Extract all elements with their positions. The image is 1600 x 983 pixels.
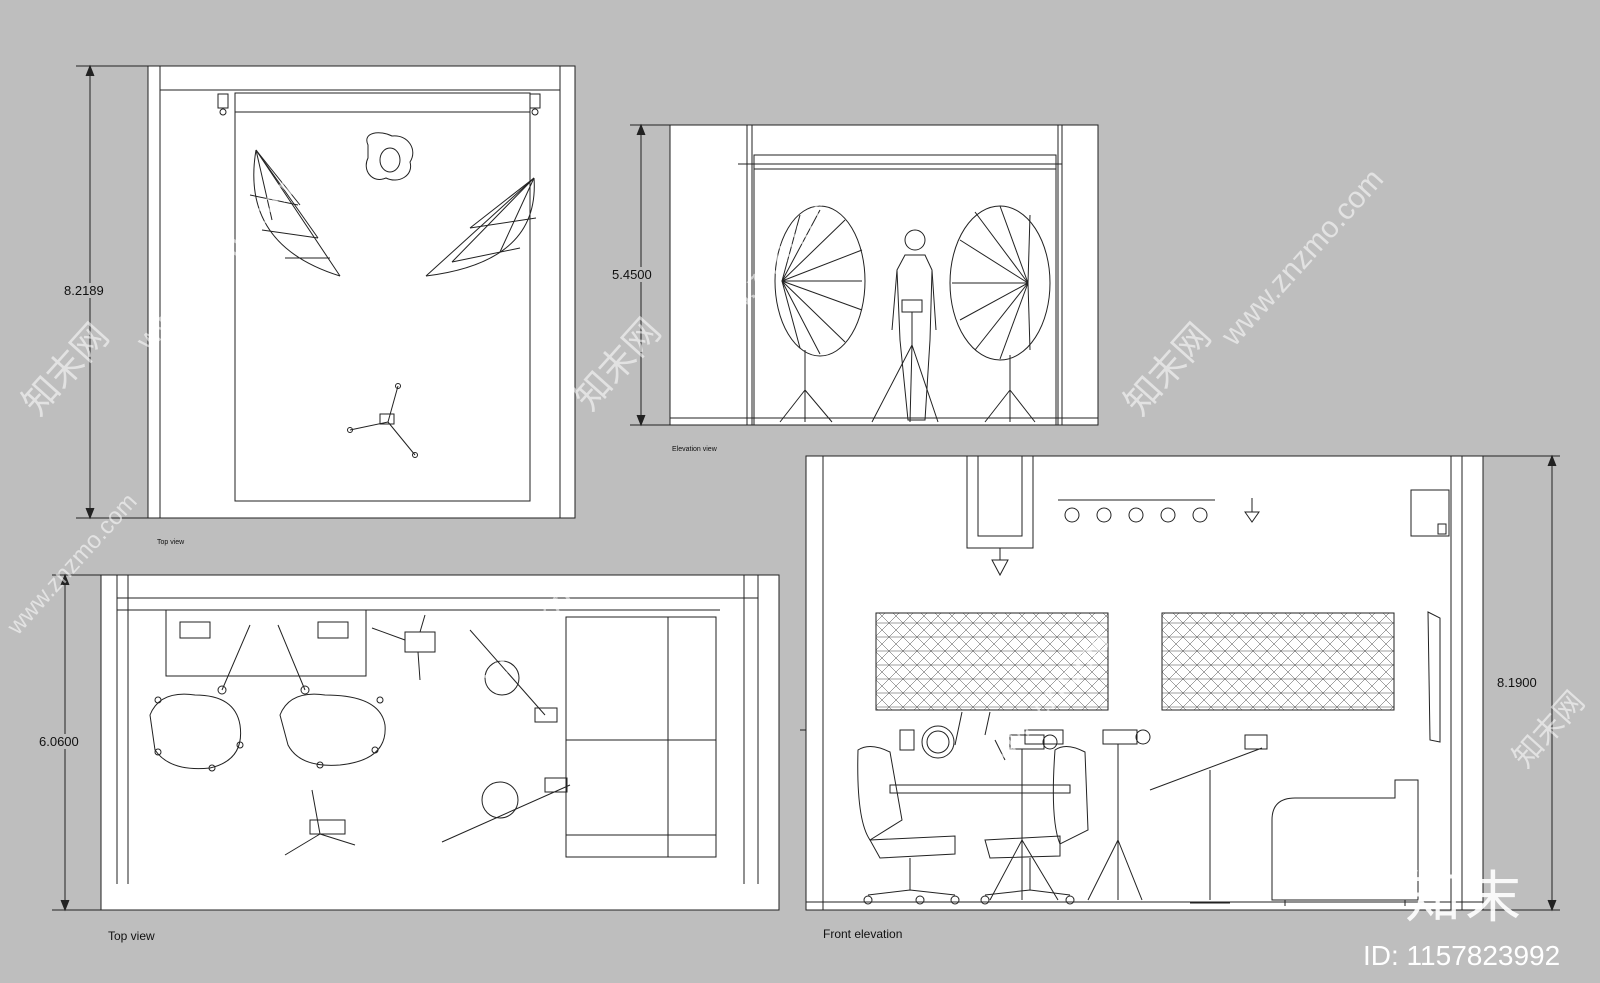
caption-front-elevation: Front elevation xyxy=(823,927,903,941)
dimension-value-front-elevation: 8.1900 xyxy=(1497,675,1537,690)
office-chair-top-view-left xyxy=(149,693,244,772)
elevation-view-panel xyxy=(669,124,1099,426)
caption-elevation-view: Elevation view xyxy=(672,446,717,453)
boom-arm-top-view xyxy=(217,624,310,695)
office-chair-right xyxy=(980,746,1089,905)
studio-umbrella-left xyxy=(774,205,866,423)
office-chair-top-view-right xyxy=(279,693,386,769)
door-handle xyxy=(800,729,807,738)
microphone-boom-stand xyxy=(1149,734,1268,904)
tripod-camera-top-view xyxy=(284,789,356,856)
person-top-view xyxy=(365,132,414,181)
backdrop-clamp-right xyxy=(529,93,541,116)
umbrella-top-view-right xyxy=(425,177,537,277)
acoustic-panel-left xyxy=(875,612,1109,711)
camera-on-tripod xyxy=(871,299,939,423)
desk-top-view xyxy=(165,609,367,677)
office-chair-left xyxy=(857,746,960,905)
caption-top-view: Top view xyxy=(108,929,155,943)
camera-tripod-left xyxy=(989,734,1059,901)
front-elevation-panel xyxy=(800,455,1484,911)
dimension-value-top-view-room: 6.0600 xyxy=(39,734,79,749)
backdrop-clamp-left xyxy=(217,93,229,116)
dimension-value-top-view: 8.2189 xyxy=(64,283,104,298)
dimension-line-front-elevation xyxy=(1483,454,1560,912)
dimension-line-top-view-room xyxy=(52,573,101,912)
umbrella-top-view-left xyxy=(249,149,341,277)
wall-mirror xyxy=(1427,611,1441,743)
caption-top-view-small: Top view xyxy=(157,539,185,546)
model-figure xyxy=(891,229,937,421)
dimension-value-elevation-view: 5.4500 xyxy=(612,267,652,282)
studio-umbrella-right xyxy=(949,205,1051,423)
camera-top-view xyxy=(371,614,436,681)
top-view-studio-panel xyxy=(147,65,576,519)
top-view-room-panel xyxy=(100,574,780,911)
track-spotlights xyxy=(1058,498,1260,523)
sofa-top-view xyxy=(565,616,717,858)
light-stand-top-view xyxy=(441,629,571,843)
camera-tripod-right xyxy=(1087,729,1151,901)
pendant-lamp xyxy=(991,548,1009,577)
armchair xyxy=(1271,779,1419,906)
tripod-top-view xyxy=(347,383,418,458)
image-id-label: ID: 1157823992 xyxy=(1363,940,1561,971)
acoustic-panel-right xyxy=(1161,612,1395,711)
air-conditioner xyxy=(1410,489,1450,537)
brand-logo: 知末 xyxy=(1405,866,1525,929)
